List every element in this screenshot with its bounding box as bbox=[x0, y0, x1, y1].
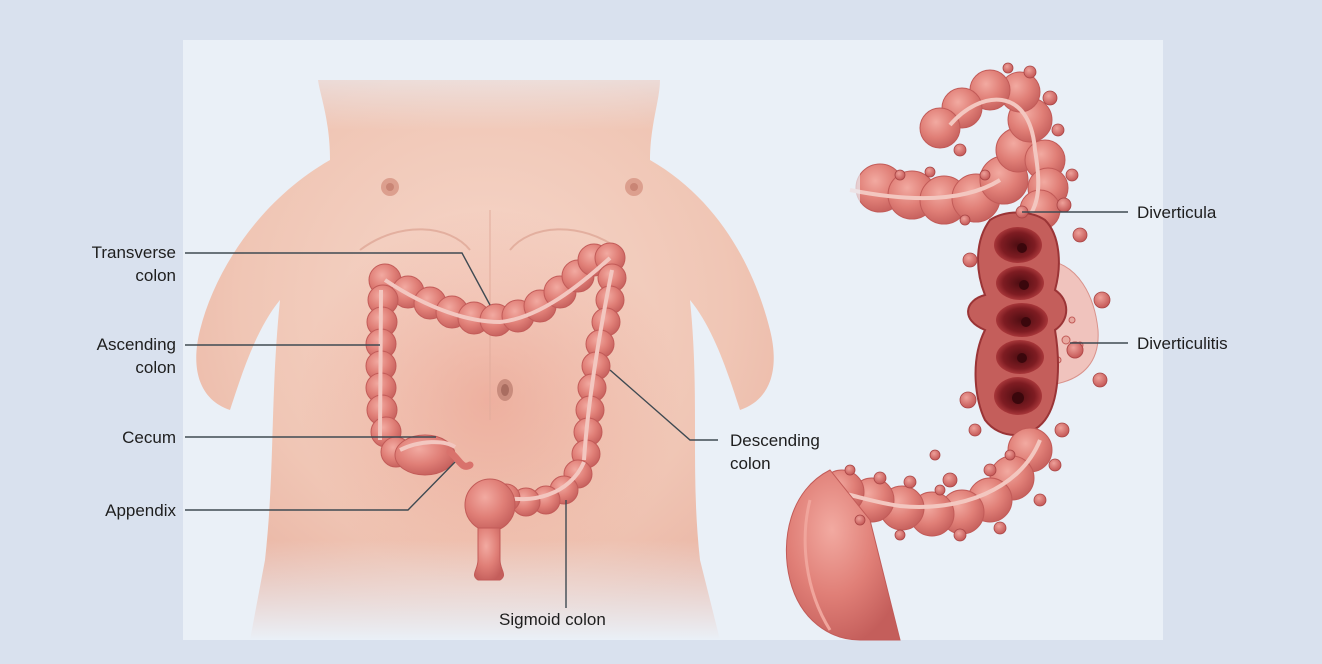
label-appendix-text: Appendix bbox=[40, 499, 176, 522]
label-cecum-text: Cecum bbox=[40, 426, 176, 449]
label-sigmoid-colon-text: Sigmoid colon bbox=[499, 608, 659, 631]
label-ascending-colon: Ascending colon bbox=[40, 333, 176, 379]
label-cecum: Cecum bbox=[40, 426, 176, 449]
label-appendix: Appendix bbox=[40, 499, 176, 522]
label-transverse-colon-line2: colon bbox=[40, 264, 176, 287]
cecum-shape bbox=[395, 435, 455, 475]
label-diverticula: Diverticula bbox=[1137, 201, 1287, 224]
label-transverse-colon: Transverse colon bbox=[40, 241, 176, 287]
label-descending-colon: Descending colon bbox=[730, 429, 870, 475]
label-diverticulitis: Diverticulitis bbox=[1137, 332, 1297, 355]
label-descending-colon-line1: Descending bbox=[730, 429, 870, 452]
label-transverse-colon-line1: Transverse bbox=[40, 241, 176, 264]
label-ascending-colon-line2: colon bbox=[40, 356, 176, 379]
label-ascending-colon-line1: Ascending bbox=[40, 333, 176, 356]
label-sigmoid-colon: Sigmoid colon bbox=[499, 608, 659, 631]
label-descending-colon-line2: colon bbox=[730, 452, 870, 475]
label-diverticulitis-text: Diverticulitis bbox=[1137, 332, 1297, 355]
label-diverticula-text: Diverticula bbox=[1137, 201, 1287, 224]
